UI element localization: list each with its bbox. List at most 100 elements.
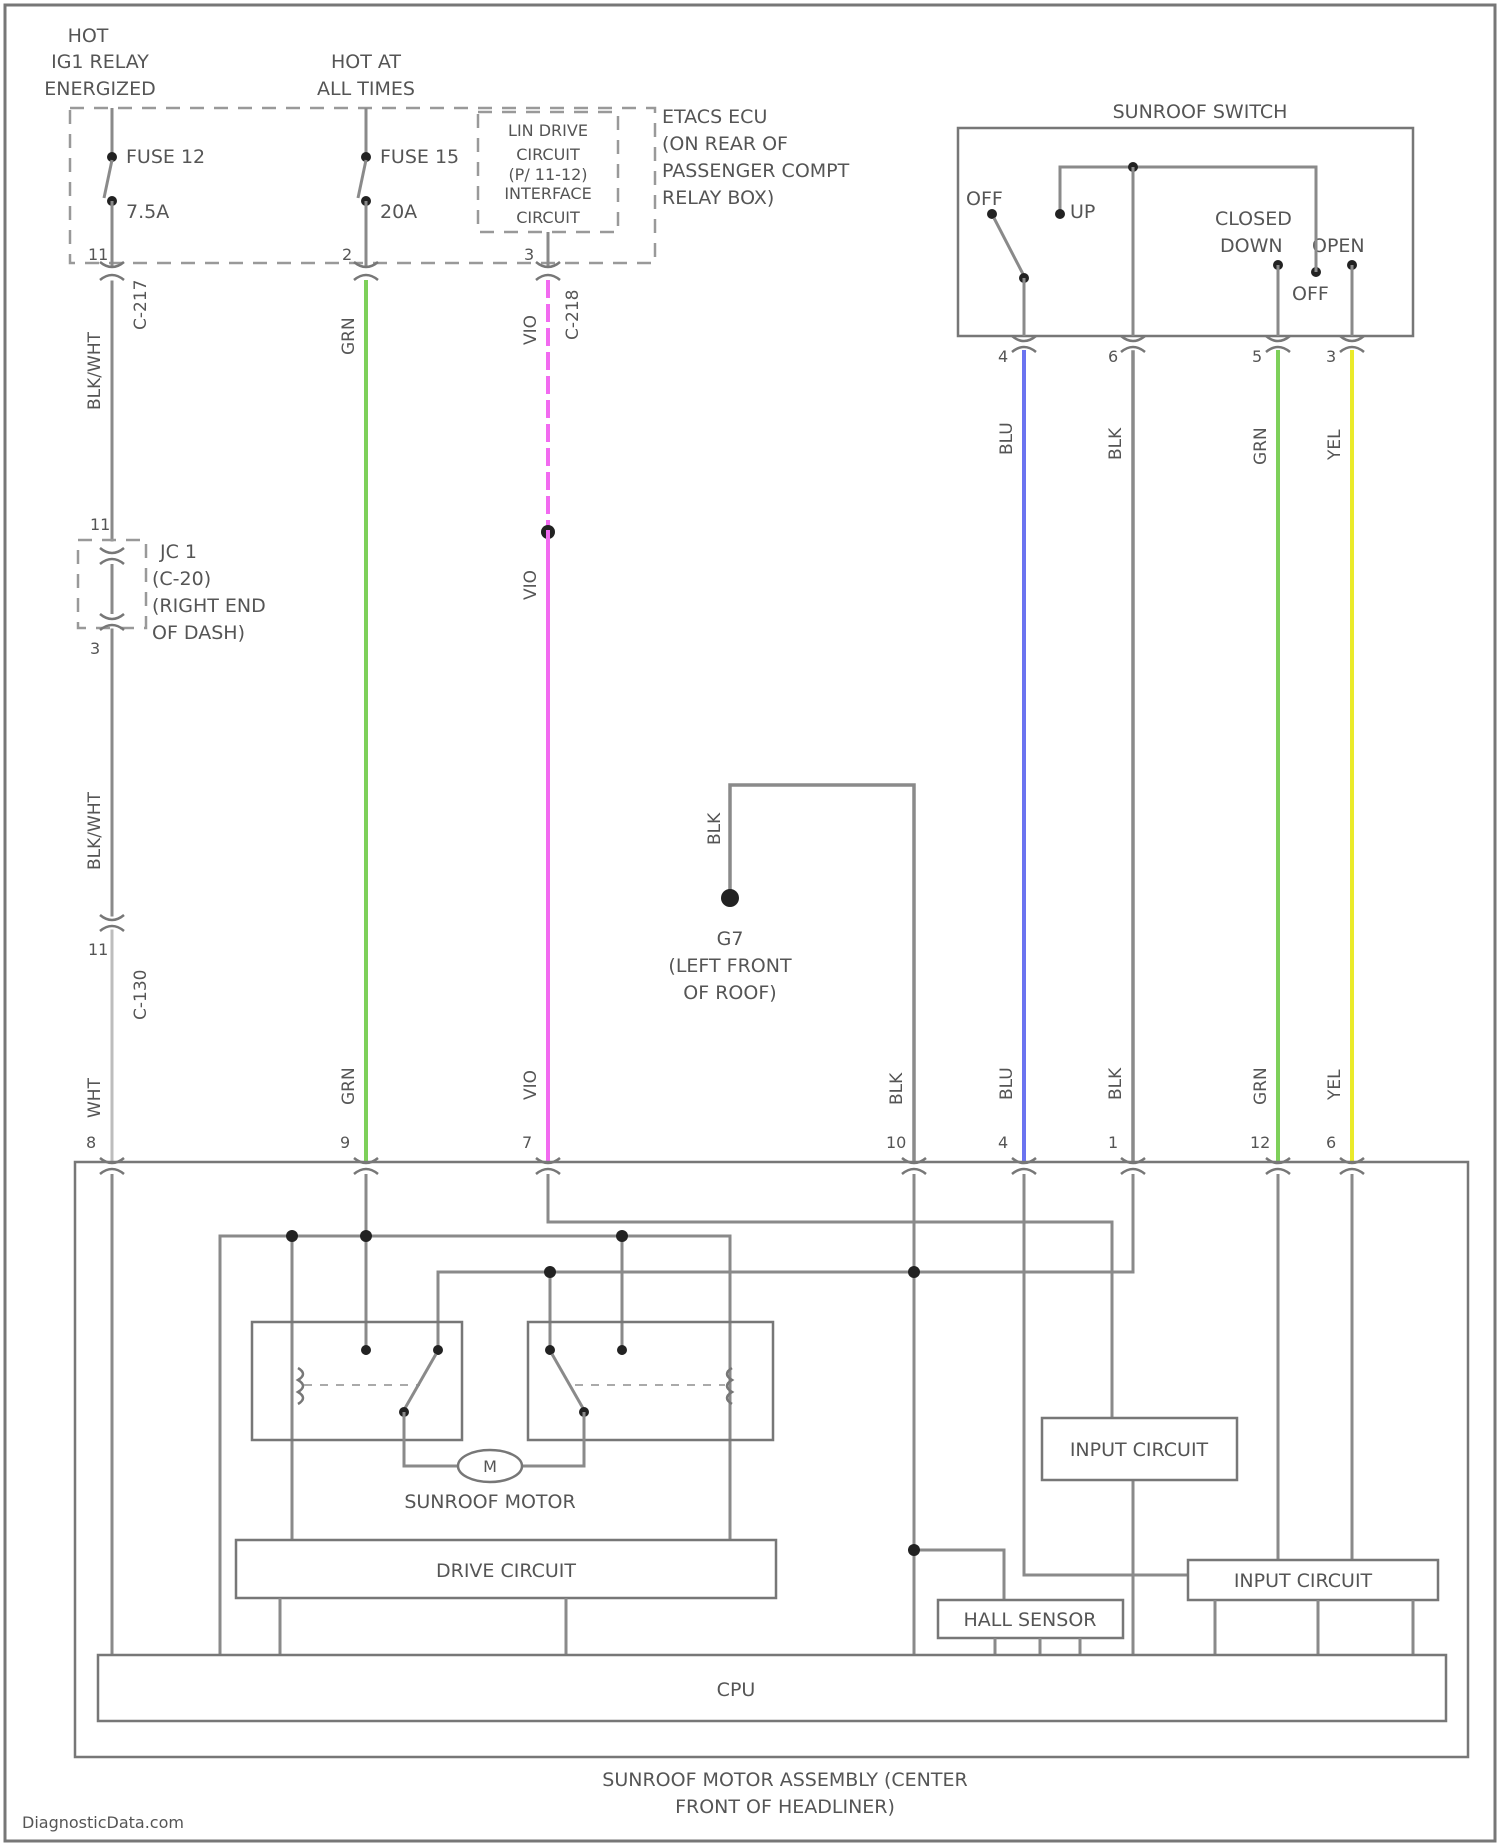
wire-label-grn-top: GRN bbox=[339, 317, 359, 355]
wire-label-vio-bottom: VIO bbox=[521, 1070, 541, 1100]
junction-label-3: (RIGHT END bbox=[152, 595, 266, 617]
node-6 bbox=[908, 1544, 920, 1556]
wire-label-vio-mid: VIO bbox=[521, 570, 541, 600]
input-circuit-1-label: INPUT CIRCUIT bbox=[1070, 1439, 1209, 1461]
page-frame bbox=[5, 5, 1495, 1841]
switch-up-label: UP bbox=[1070, 201, 1095, 223]
node-5 bbox=[908, 1266, 920, 1278]
pin-motor-7: 12 bbox=[1250, 1133, 1270, 1152]
pin-top-1: 11 bbox=[88, 245, 108, 264]
pin-c130: 11 bbox=[88, 940, 108, 959]
lin-label-4: INTERFACE bbox=[504, 184, 591, 203]
relay-coils bbox=[298, 1368, 732, 1404]
lin-label-5: CIRCUIT bbox=[516, 208, 580, 227]
ground-name: G7 bbox=[717, 928, 744, 950]
relay-right-contact-a bbox=[545, 1345, 555, 1355]
node-1 bbox=[286, 1230, 298, 1242]
motor-label: SUNROOF MOTOR bbox=[404, 1491, 575, 1513]
batt-times-label: ALL TIMES bbox=[317, 78, 415, 100]
junction-label-2: (C-20) bbox=[152, 568, 211, 590]
relay-left-switch bbox=[404, 1354, 436, 1410]
motor-assembly-box bbox=[75, 1162, 1468, 1757]
switch-closed-label: CLOSED bbox=[1215, 208, 1292, 230]
pin-motor-2: 9 bbox=[340, 1133, 350, 1152]
pin-top-3: 3 bbox=[524, 245, 534, 264]
top-connector-pins bbox=[100, 262, 560, 280]
connector-c217: C-217 bbox=[131, 280, 151, 330]
node-4 bbox=[544, 1266, 556, 1278]
ground-label-2: (LEFT FRONT bbox=[668, 955, 792, 977]
ground-g7-point bbox=[721, 889, 739, 907]
fuse12-rating: 7.5A bbox=[126, 201, 169, 223]
pin-motor-1: 8 bbox=[86, 1133, 96, 1152]
fuse15-element bbox=[358, 160, 366, 198]
switch-down-label: DOWN bbox=[1220, 235, 1283, 257]
assembly-caption-1: SUNROOF MOTOR ASSEMBLY (CENTER bbox=[602, 1769, 967, 1791]
pin-top-2: 2 bbox=[342, 245, 352, 264]
switch-off-label: OFF bbox=[966, 188, 1003, 210]
hall-sensor-label: HALL SENSOR bbox=[964, 1609, 1097, 1631]
junction-label-4: OF DASH) bbox=[152, 622, 245, 644]
fuse15-rating: 20A bbox=[380, 201, 417, 223]
pin-motor-5: 4 bbox=[998, 1133, 1008, 1152]
node-2 bbox=[360, 1230, 372, 1242]
node-3 bbox=[616, 1230, 628, 1242]
relay-left-box bbox=[252, 1322, 462, 1440]
pin-motor-4: 10 bbox=[886, 1133, 906, 1152]
switch-connector-pins bbox=[1012, 336, 1364, 352]
switch-up-terminal bbox=[1055, 209, 1065, 219]
motor-connector-pins bbox=[100, 1158, 1364, 1174]
switch-up-contact bbox=[994, 218, 1024, 276]
pin-motor-8: 6 bbox=[1326, 1133, 1336, 1152]
fuse12-element bbox=[104, 160, 112, 198]
etacs-label-2: (ON REAR OF bbox=[662, 133, 788, 155]
wire-label-vio-top: VIO bbox=[521, 315, 541, 345]
fuse12-name: FUSE 12 bbox=[126, 146, 205, 168]
relay-right-contact-b bbox=[617, 1345, 627, 1355]
wire-label-grn-right-bottom: GRN bbox=[1251, 1067, 1271, 1105]
lin-label-1: LIN DRIVE bbox=[508, 121, 588, 140]
etacs-label-4: RELAY BOX) bbox=[662, 187, 774, 209]
fuse15-name: FUSE 15 bbox=[380, 146, 459, 168]
ground-label-3: OF ROOF) bbox=[683, 982, 776, 1004]
drive-circuit-label: DRIVE CIRCUIT bbox=[436, 1560, 576, 1582]
relay-right-switch bbox=[552, 1354, 584, 1410]
relay-right-box bbox=[528, 1322, 773, 1440]
wire-label-blk-ground: BLK bbox=[705, 812, 725, 845]
wire-label-blk-motor: BLK bbox=[887, 1072, 907, 1105]
relay-left-contact-b bbox=[433, 1345, 443, 1355]
assembly-internal-wiring bbox=[112, 1174, 1352, 1655]
junction-label-1: JC 1 bbox=[159, 541, 197, 563]
wire-label-grn-bottom: GRN bbox=[339, 1067, 359, 1105]
wire-label-blu-top: BLU bbox=[997, 422, 1017, 455]
wire-label-yel-top: YEL bbox=[1325, 429, 1345, 461]
pin-motor-6: 1 bbox=[1108, 1133, 1118, 1152]
switch-off2-label: OFF bbox=[1292, 283, 1329, 305]
ig1-energized-label: ENERGIZED bbox=[44, 78, 155, 100]
batt-hot-label: HOT AT bbox=[331, 51, 401, 73]
etacs-label-3: PASSENGER COMPT bbox=[662, 160, 850, 182]
ig1-relay-label: IG1 RELAY bbox=[51, 51, 149, 73]
wire-label-wht: WHT bbox=[85, 1077, 105, 1118]
wire-label-blu-bottom: BLU bbox=[997, 1067, 1017, 1100]
switch-off-terminal bbox=[987, 209, 997, 219]
pin-jc-top: 11 bbox=[90, 515, 110, 534]
cpu-label: CPU bbox=[717, 1679, 756, 1701]
wire-label-grn-right-top: GRN bbox=[1251, 427, 1271, 465]
switch-title: SUNROOF SWITCH bbox=[1113, 101, 1288, 123]
motor-symbol-letter: M bbox=[483, 1457, 497, 1476]
watermark: DiagnosticData.com bbox=[22, 1813, 184, 1832]
pin-switch-1: 4 bbox=[998, 347, 1008, 366]
assembly-caption-2: FRONT OF HEADLINER) bbox=[675, 1796, 895, 1818]
wire-label-yel-bottom: YEL bbox=[1325, 1069, 1345, 1101]
wire-label-blk-wht-lower: BLK/WHT bbox=[85, 791, 105, 870]
pin-switch-2: 6 bbox=[1108, 347, 1118, 366]
connector-c218: C-218 bbox=[563, 290, 583, 340]
lin-label-3: (P/ 11-12) bbox=[508, 165, 587, 184]
cpu-box bbox=[98, 1655, 1446, 1721]
pin-switch-3: 5 bbox=[1252, 347, 1262, 366]
wire-label-blk-switch-top: BLK bbox=[1106, 427, 1126, 460]
input-circuit-2-label: INPUT CIRCUIT bbox=[1234, 1570, 1373, 1592]
wire-label-blk-switch-bottom: BLK bbox=[1106, 1067, 1126, 1100]
